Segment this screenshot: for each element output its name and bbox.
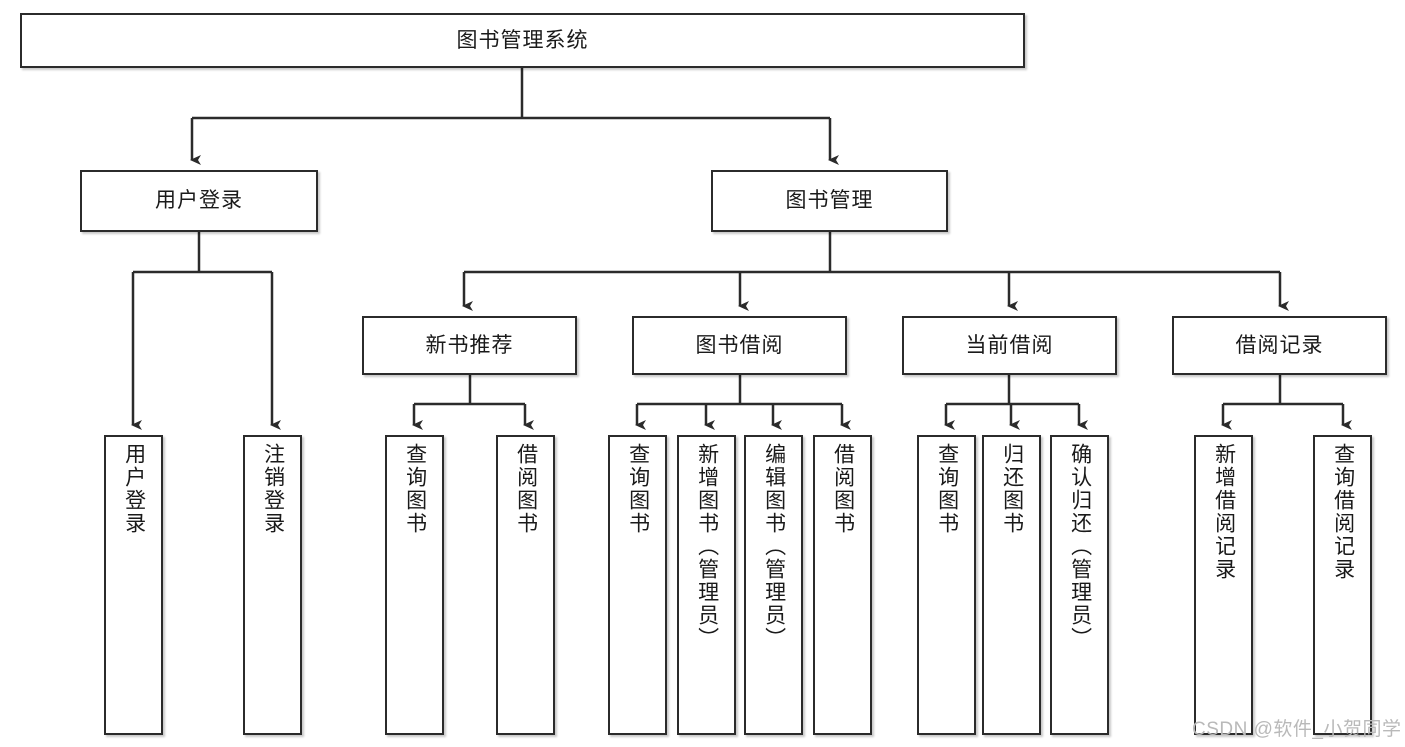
leaf-record-query-record[interactable]: 查询借阅记录 <box>1313 435 1372 735</box>
node-label: 图书管理 <box>785 189 874 213</box>
node-book-management[interactable]: 图书管理 <box>711 170 948 232</box>
node-label: 新增图书（管理员） <box>695 443 719 650</box>
node-label: 新增借阅记录 <box>1212 443 1236 581</box>
node-label: 借阅图书 <box>514 443 538 535</box>
node-label: 用户登录 <box>155 189 243 213</box>
node-label: 查询图书 <box>626 443 650 535</box>
node-label: 确认归还（管理员） <box>1068 443 1092 650</box>
node-label: 注销登录 <box>261 443 285 535</box>
node-borrow-record[interactable]: 借阅记录 <box>1172 316 1387 375</box>
node-root-system[interactable]: 图书管理系统 <box>20 13 1025 68</box>
node-user-login[interactable]: 用户登录 <box>80 170 318 232</box>
leaf-current-query-book[interactable]: 查询图书 <box>917 435 976 735</box>
leaf-borrow-edit-book[interactable]: 编辑图书（管理员） <box>744 435 803 735</box>
node-label: 图书管理系统 <box>456 28 589 52</box>
csdn-watermark: CSDN @软件_小贺同学 <box>1192 719 1402 740</box>
leaf-current-return-book[interactable]: 归还图书 <box>982 435 1041 735</box>
leaf-record-add-record[interactable]: 新增借阅记录 <box>1194 435 1253 735</box>
node-label: 新书推荐 <box>425 333 514 357</box>
node-label: 用户登录 <box>122 443 146 535</box>
leaf-user-login-signout[interactable]: 注销登录 <box>243 435 302 735</box>
node-label: 查询借阅记录 <box>1331 443 1355 581</box>
leaf-borrow-add-book[interactable]: 新增图书（管理员） <box>677 435 736 735</box>
node-label: 编辑图书（管理员） <box>762 443 786 650</box>
leaf-recommend-query-book[interactable]: 查询图书 <box>385 435 444 735</box>
node-label: 查询图书 <box>935 443 959 535</box>
node-book-borrow[interactable]: 图书借阅 <box>632 316 847 375</box>
leaf-borrow-query-book[interactable]: 查询图书 <box>608 435 667 735</box>
node-label: 图书借阅 <box>695 333 784 357</box>
node-label: 当前借阅 <box>965 333 1054 357</box>
leaf-recommend-borrow-book[interactable]: 借阅图书 <box>496 435 555 735</box>
leaf-user-login-signin[interactable]: 用户登录 <box>104 435 163 735</box>
node-label: 查询图书 <box>403 443 427 535</box>
node-label: 借阅记录 <box>1235 333 1324 357</box>
leaf-borrow-borrow-book[interactable]: 借阅图书 <box>813 435 872 735</box>
node-label: 归还图书 <box>1000 443 1024 535</box>
node-new-book-recommend[interactable]: 新书推荐 <box>362 316 577 375</box>
leaf-current-confirm-return[interactable]: 确认归还（管理员） <box>1050 435 1109 735</box>
node-current-borrow[interactable]: 当前借阅 <box>902 316 1117 375</box>
node-label: 借阅图书 <box>831 443 855 535</box>
